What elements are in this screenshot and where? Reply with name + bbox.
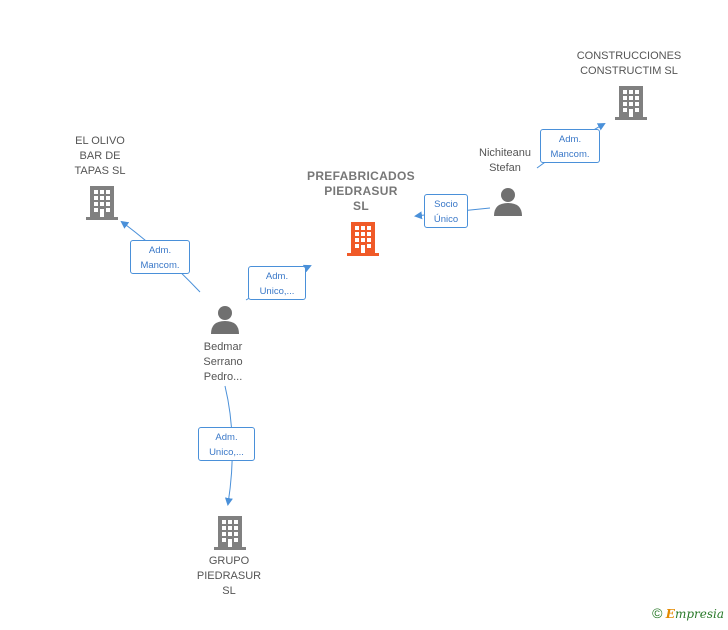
copyright-icon: © (652, 605, 663, 621)
bedmar-label-line: Bedmar (203, 341, 243, 353)
person-icon-nichiteanu[interactable] (493, 186, 523, 221)
grupo-label-line: GRUPO (208, 555, 250, 567)
center-label-line: PREFABRICADOS (307, 169, 415, 183)
construcciones-label-line: CONSTRUCCIONES (576, 50, 682, 62)
edge-label-line: Único (433, 214, 459, 225)
bedmar-label-line: Pedro... (203, 371, 243, 383)
nichiteanu-label-line: Stefan (489, 162, 521, 174)
bedmar-label[interactable]: Bedmar Serrano Pedro... (158, 340, 288, 385)
center-label-line: SL (353, 199, 369, 213)
brand-first-letter: E (665, 607, 675, 621)
edge-label-line: Adm. (265, 271, 289, 282)
edge-label-bedmar-center[interactable]: Adm. Unico,... (248, 266, 306, 300)
building-icon-center[interactable] (346, 220, 380, 261)
el-olivo-label-line: BAR DE (79, 150, 121, 162)
building-icon-grupo[interactable] (213, 514, 247, 555)
edge-label-line: Adm. (558, 134, 582, 145)
brand-logo: Empresia (666, 607, 724, 621)
footer-brand[interactable]: © Empresia (652, 605, 724, 621)
bedmar-label-line: Serrano (203, 356, 243, 368)
building-icon-el-olivo[interactable] (85, 184, 119, 225)
edge-label-line: Adm. (215, 432, 238, 443)
construcciones-label[interactable]: CONSTRUCCIONES CONSTRUCTIM SL (564, 49, 694, 79)
person-icon-bedmar[interactable] (210, 304, 240, 339)
edge-label-bedmar-grupo[interactable]: Adm. Unico,... (198, 427, 255, 461)
nichiteanu-label[interactable]: Nichiteanu Stefan (440, 146, 570, 176)
center-label-line: PIEDRASUR (324, 184, 398, 198)
edge-label-line: Socio (434, 199, 458, 210)
grupo-label[interactable]: GRUPO PIEDRASUR SL (164, 554, 294, 599)
edge-label-nichiteanu-construcciones[interactable]: Adm. Mancom. (540, 129, 600, 163)
el-olivo-label-line: TAPAS SL (74, 165, 126, 177)
building-icon-construcciones[interactable] (614, 84, 648, 125)
edge-label-line: Unico,... (209, 447, 244, 458)
nichiteanu-label-line: Nichiteanu (479, 147, 531, 159)
edge-label-line: Unico,... (259, 286, 295, 297)
edge-label-line: Adm. (148, 245, 172, 256)
brand-rest: mpresia (674, 607, 724, 621)
center-company-label[interactable]: PREFABRICADOS PIEDRASUR SL (296, 169, 426, 214)
grupo-label-line: PIEDRASUR (196, 570, 262, 582)
grupo-label-line: SL (222, 585, 236, 597)
el-olivo-label-line: EL OLIVO (75, 135, 125, 147)
el-olivo-label[interactable]: EL OLIVO BAR DE TAPAS SL (35, 134, 165, 179)
edge-label-bedmar-el-olivo[interactable]: Adm. Mancom. (130, 240, 190, 274)
edge-label-line: Mancom. (550, 149, 590, 160)
edge-label-line: Mancom. (140, 260, 180, 271)
edge-label-nichiteanu-center[interactable]: Socio Único (424, 194, 468, 228)
construcciones-label-line: CONSTRUCTIM SL (580, 65, 678, 77)
